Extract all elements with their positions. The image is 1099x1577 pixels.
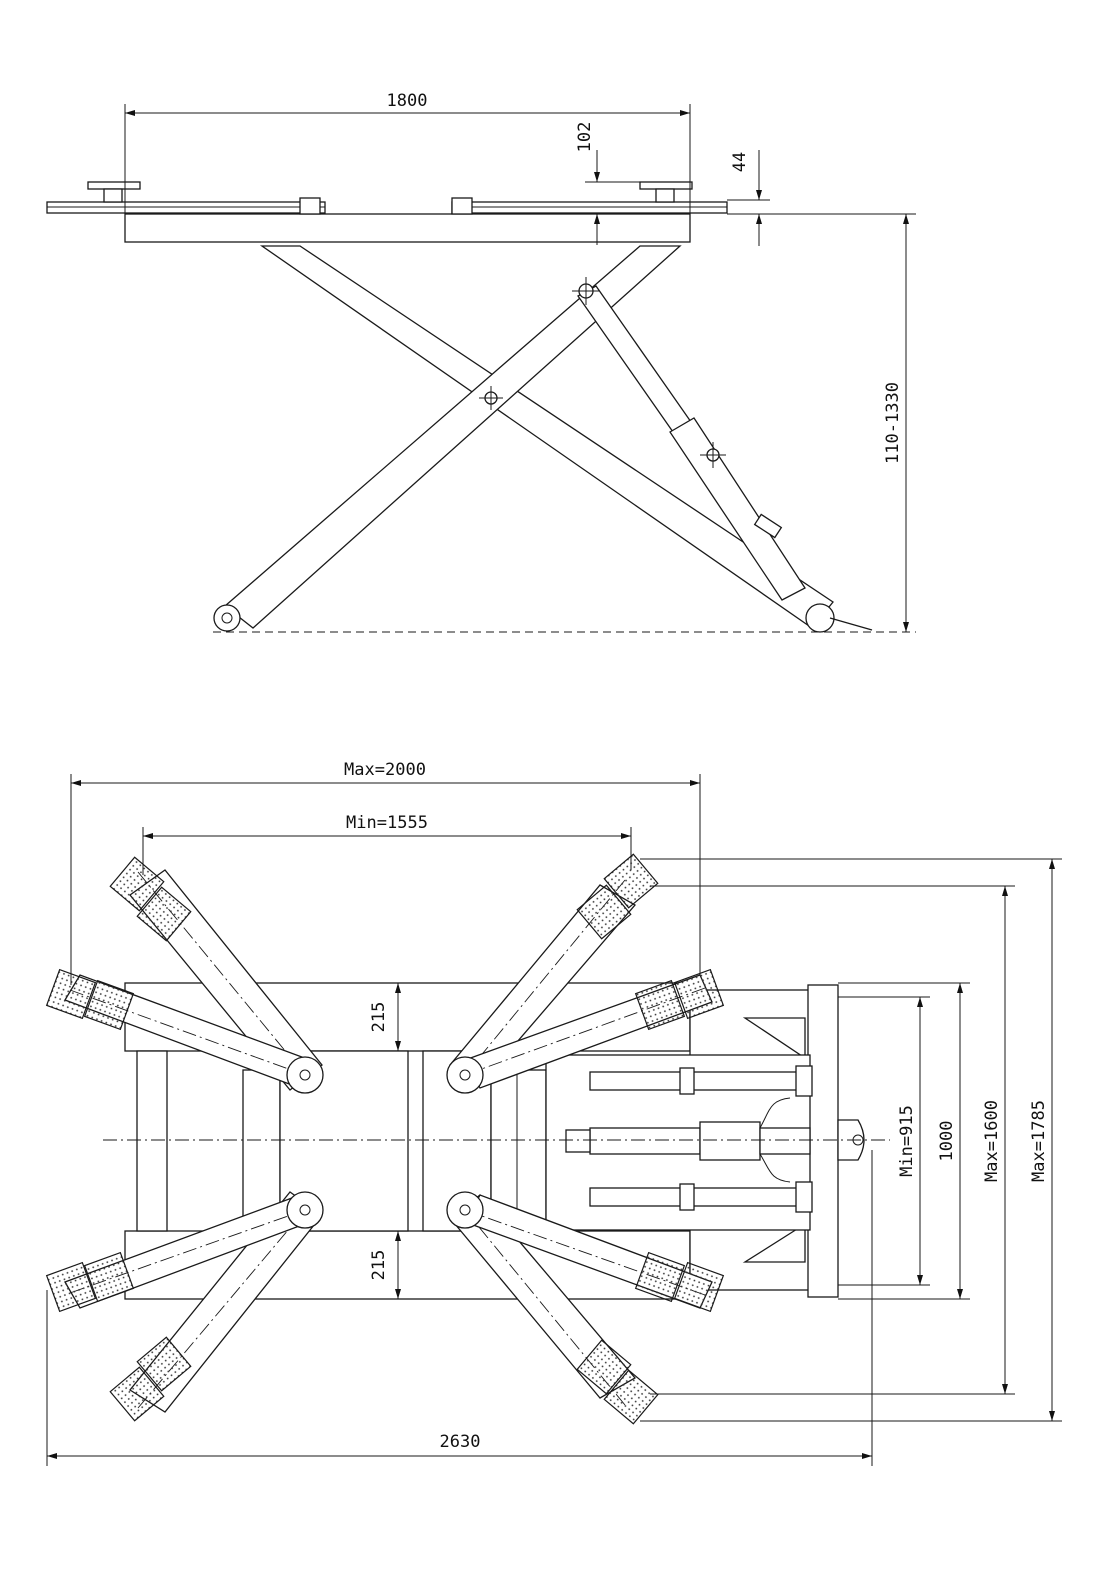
top-view: Max=2000 Min=1555 215 215 Min=91: [45, 760, 1062, 1466]
dim-max-1600: Max=1600: [982, 886, 1008, 1394]
dim-44: 44: [730, 150, 762, 246]
svg-text:Max=1785: Max=1785: [1029, 1100, 1049, 1182]
dim-215-top: 215: [369, 983, 401, 1051]
svg-text:215: 215: [369, 1002, 389, 1033]
side-right-runway: [451, 181, 728, 215]
dim-min-915: Min=915: [897, 997, 923, 1285]
side-platform: [124, 213, 691, 243]
side-cylinder: [572, 277, 806, 601]
svg-text:2630: 2630: [440, 1432, 481, 1452]
dim-102: 102: [575, 122, 600, 245]
dim-215-bottom: 215: [369, 1231, 401, 1299]
svg-text:Max=2000: Max=2000: [344, 760, 426, 780]
arm-pads: [45, 853, 725, 1425]
dim-1000: 1000: [937, 983, 963, 1299]
svg-text:44: 44: [730, 152, 750, 172]
svg-text:Min=1555: Min=1555: [346, 813, 428, 833]
svg-text:215: 215: [369, 1250, 389, 1281]
dim-min-1555: Min=1555: [142, 813, 632, 875]
svg-text:Min=915: Min=915: [897, 1105, 917, 1177]
svg-text:110-1330: 110-1330: [883, 382, 903, 464]
top-base-frame: [545, 984, 865, 1298]
svg-text:102: 102: [575, 122, 595, 153]
dim-110-1330: 110-1330: [883, 214, 909, 632]
svg-text:1800: 1800: [387, 91, 428, 111]
svg-text:Max=1600: Max=1600: [982, 1100, 1002, 1182]
dim-max-2000: Max=2000: [70, 760, 701, 985]
dim-max-1785: Max=1785: [1029, 859, 1055, 1421]
side-left-runway: [46, 181, 326, 215]
side-view: 1800 102 44 110-1330: [46, 91, 916, 633]
dim-2630: 2630: [46, 1150, 873, 1466]
dim-1800: 1800: [124, 91, 691, 214]
scissor-arms: [213, 245, 873, 633]
svg-text:1000: 1000: [937, 1121, 957, 1162]
